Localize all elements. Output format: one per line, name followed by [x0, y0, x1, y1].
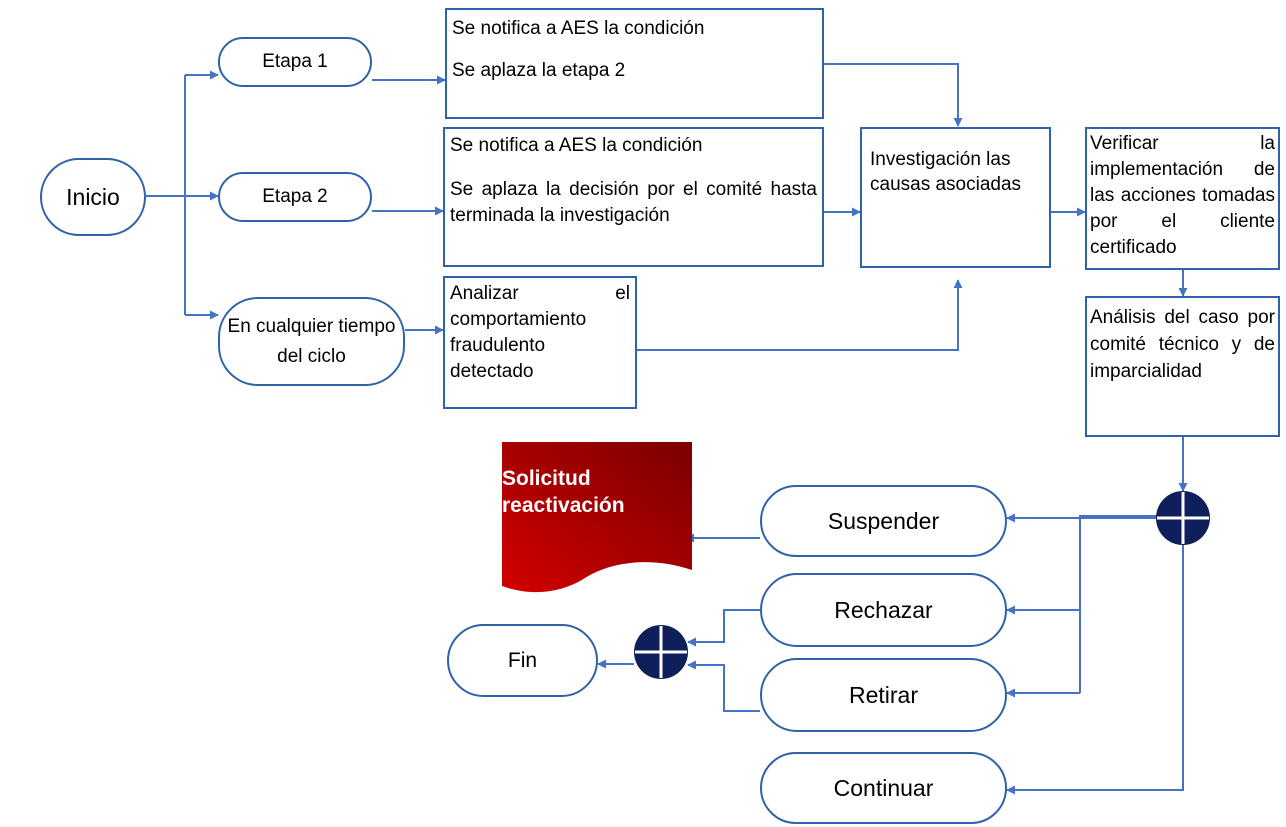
arrow-box1-to-investigation: [824, 63, 963, 127]
stage-2-defer-text: Se aplaza la decisión por el comité hast…: [450, 179, 817, 226]
suspend-label: Suspender: [827, 508, 940, 534]
end-label: Fin: [507, 649, 538, 672]
stage-1-notify-text: Se notifica a AES la condición: [452, 18, 705, 39]
stage-2-box: Se notifica a AES la condición Se aplaza…: [443, 127, 824, 267]
withdraw-node[interactable]: Retirar: [760, 658, 1007, 732]
anytime-node[interactable]: En cualquier tiempo del ciclo: [218, 297, 405, 386]
analyze-text: Analizar el comportamiento fraudulento d…: [450, 283, 630, 382]
document-label: Solicitud reactivación: [502, 467, 625, 517]
stage-2-node[interactable]: Etapa 2: [218, 172, 372, 222]
end-terminal[interactable]: Fin: [447, 624, 598, 697]
withdraw-label: Retirar: [848, 682, 918, 708]
committee-text: Análisis del caso por comité técnico y d…: [1090, 307, 1275, 382]
junction-upper: [1156, 491, 1210, 545]
connector-junction-branch: [1079, 515, 1157, 693]
stage-1-node[interactable]: Etapa 1: [218, 37, 372, 87]
arrow-reject-to-junction: [687, 609, 760, 647]
stage-1-label: Etapa 1: [262, 51, 328, 72]
reject-label: Rechazar: [834, 597, 933, 623]
investigation-box: Investigación las causas asociadas: [860, 127, 1051, 268]
start-terminal[interactable]: Inicio: [40, 158, 146, 236]
stage-2-notify-text: Se notifica a AES la condición: [450, 135, 703, 156]
verify-box: Verificar la implementación de las accio…: [1085, 127, 1280, 270]
stage-1-box: Se notifica a AES la condición Se aplaza…: [445, 8, 824, 119]
document-shape: [502, 442, 692, 593]
continue-node[interactable]: Continuar: [760, 752, 1007, 824]
junction-lower: [634, 625, 688, 679]
arrow-junction-to-continue: [1006, 545, 1184, 795]
stage-2-label: Etapa 2: [262, 186, 328, 207]
reject-node[interactable]: Rechazar: [760, 573, 1007, 647]
continue-label: Continuar: [833, 775, 934, 801]
committee-box: Análisis del caso por comité técnico y d…: [1085, 296, 1280, 437]
suspend-node[interactable]: Suspender: [760, 485, 1007, 557]
verify-text: Verificar la implementación de las accio…: [1090, 133, 1275, 258]
arrow-withdraw-to-junction: [687, 660, 760, 712]
arrow-analyze-to-investigation: [637, 279, 963, 351]
anytime-label: En cualquier tiempo del ciclo: [227, 315, 396, 367]
stage-1-defer-text: Se aplaza la etapa 2: [452, 60, 626, 81]
investigation-text: Investigación las causas asociadas: [870, 149, 1022, 195]
start-label: Inicio: [66, 184, 120, 210]
analyze-box: Analizar el comportamiento fraudulento d…: [443, 276, 637, 409]
